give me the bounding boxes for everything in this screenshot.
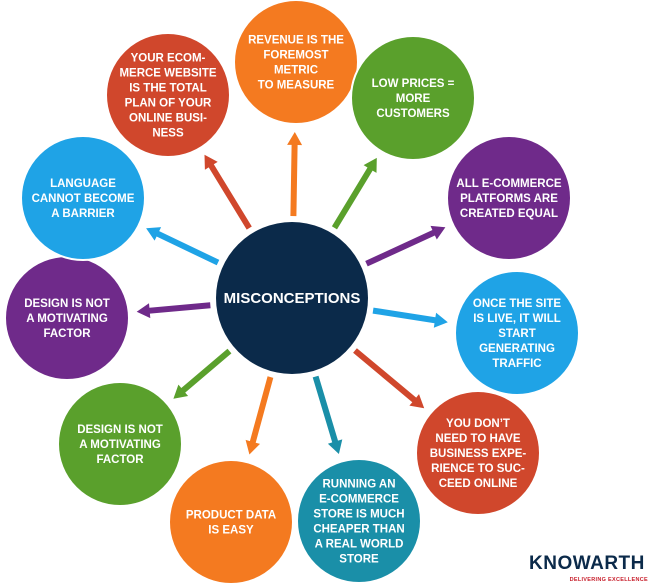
arrow-platforms-equal xyxy=(365,225,446,267)
node-text-line: MERCE WEBSITE xyxy=(119,68,216,80)
center-circle xyxy=(216,222,368,374)
node-business-experience: YOU DON’T NEED TO HAVE BUSINESS EXPE- RIENC… xyxy=(415,390,541,516)
arrow-design-purple xyxy=(136,302,211,319)
arrow-cheaper-store xyxy=(312,375,343,454)
node-text-line: DESIGN IS NOT xyxy=(24,298,110,310)
logo-name: KNOWARTH xyxy=(529,553,645,574)
node-text-line: CHEAPER THAN xyxy=(313,524,404,536)
node-circle xyxy=(415,390,541,516)
node-text-line: ONCE THE SITE xyxy=(473,298,562,310)
node-text-line: TRAFFIC xyxy=(492,358,541,370)
knowarth-logo: KNOWARTH DELIVERING EXCELLENCE xyxy=(529,553,651,585)
node-text-line: PLAN OF YOUR xyxy=(125,98,212,110)
node-text-line: CUSTOMERS xyxy=(376,108,450,120)
node-circle xyxy=(57,381,183,507)
node-text-line: STORE IS MUCH xyxy=(313,509,404,521)
node-text-line: A MOTIVATING xyxy=(26,313,108,325)
node-text-line: FACTOR xyxy=(96,454,144,466)
node-text-line: BUSINESS EXPE- xyxy=(430,448,527,460)
node-text-line: RIENCE TO SUC- xyxy=(431,463,525,475)
node-text-line: CEED ONLINE xyxy=(439,478,518,490)
arrow-design-green xyxy=(173,348,232,399)
node-text-line: MORE xyxy=(396,93,431,105)
node-language: LANGUAGE CANNOT BECOME A BARRIER xyxy=(20,135,146,261)
node-circle xyxy=(296,458,422,584)
node-site-live: ONCE THE SITE IS LIVE, IT WILL START GENERA… xyxy=(454,270,580,396)
node-text-line: NESS xyxy=(152,128,184,140)
node-circle xyxy=(446,135,572,261)
node-text-line: IS LIVE, IT WILL xyxy=(473,313,561,325)
node-text-line: FACTOR xyxy=(43,328,91,340)
node-text-line: CANNOT BECOME xyxy=(32,193,135,205)
node-text-line: E-COMMERCE xyxy=(319,494,399,506)
node-circle xyxy=(454,270,580,396)
node-circle xyxy=(20,135,146,261)
node-text-line: PRODUCT DATA xyxy=(186,510,276,522)
logo-tagline: DELIVERING EXCELLENCE xyxy=(569,577,648,583)
node-product-data: PRODUCT DATA IS EASY xyxy=(168,459,294,585)
node-text-line: CREATED EQUAL xyxy=(460,208,558,220)
arrow-low-prices xyxy=(331,157,377,230)
node-text-line: IS THE TOTAL xyxy=(129,83,207,95)
node-circle xyxy=(168,459,294,585)
node-text-line: LANGUAGE xyxy=(50,178,116,190)
node-text-line: A REAL WORLD xyxy=(315,539,404,551)
node-design-green: DESIGN IS NOT A MOTIVATING FACTOR xyxy=(57,381,183,507)
node-text-line: DESIGN IS NOT xyxy=(77,424,163,436)
arrow-product-data xyxy=(245,376,274,455)
node-text-line: A MOTIVATING xyxy=(79,439,161,451)
node-text-line: ALL E-COMMERCE xyxy=(456,178,562,190)
node-circle xyxy=(233,0,359,125)
center-node: MISCONCEPTIONS xyxy=(216,222,368,374)
node-platforms-equal: ALL E-COMMERCE PLATFORMS ARE CREATED EQUAL xyxy=(446,135,572,261)
node-text-line: A BARRIER xyxy=(51,208,115,220)
center-label: MISCONCEPTIONS xyxy=(224,290,361,307)
node-text-line: IS EASY xyxy=(208,525,254,537)
node-design-purple: DESIGN IS NOT A MOTIVATING FACTOR xyxy=(4,255,130,381)
node-ecommerce-website: YOUR ECOM- MERCE WEBSITE IS THE TOTAL PLAN … xyxy=(105,32,231,158)
node-text-line: ONLINE BUSI- xyxy=(129,113,207,125)
node-text-line: PLATFORMS ARE xyxy=(460,193,558,205)
node-text-line: FOREMOST xyxy=(263,50,328,62)
arrow-business-experience xyxy=(353,348,425,409)
node-text-line: REVENUE IS THE xyxy=(248,35,344,47)
node-circle xyxy=(105,32,231,158)
node-low-prices: LOW PRICES = MORE CUSTOMERS xyxy=(350,35,476,161)
arrow-revenue xyxy=(287,132,303,217)
node-text-line: RUNNING AN xyxy=(322,479,395,491)
node-revenue: REVENUE IS THE FOREMOST METRIC TO MEASURE xyxy=(233,0,359,125)
node-text-line: YOUR ECOM- xyxy=(131,53,206,65)
arrow-site-live xyxy=(372,307,448,328)
node-text-line: GENERATING xyxy=(479,343,555,355)
node-text-line: METRIC xyxy=(274,65,318,77)
node-circle xyxy=(350,35,476,161)
node-text-line: YOU DON’T xyxy=(446,418,510,430)
node-cheaper-store: RUNNING AN E-COMMERCE STORE IS MUCH CHEAPER… xyxy=(296,458,422,584)
node-text-line: NEED TO HAVE xyxy=(435,433,521,445)
arrow-language xyxy=(146,227,220,266)
node-text-line: STORE xyxy=(339,554,379,566)
node-text-line: TO MEASURE xyxy=(258,80,335,92)
arrow-ecommerce-website xyxy=(204,154,252,230)
node-text-line: LOW PRICES = xyxy=(372,78,455,90)
node-text-line: START xyxy=(498,328,535,340)
